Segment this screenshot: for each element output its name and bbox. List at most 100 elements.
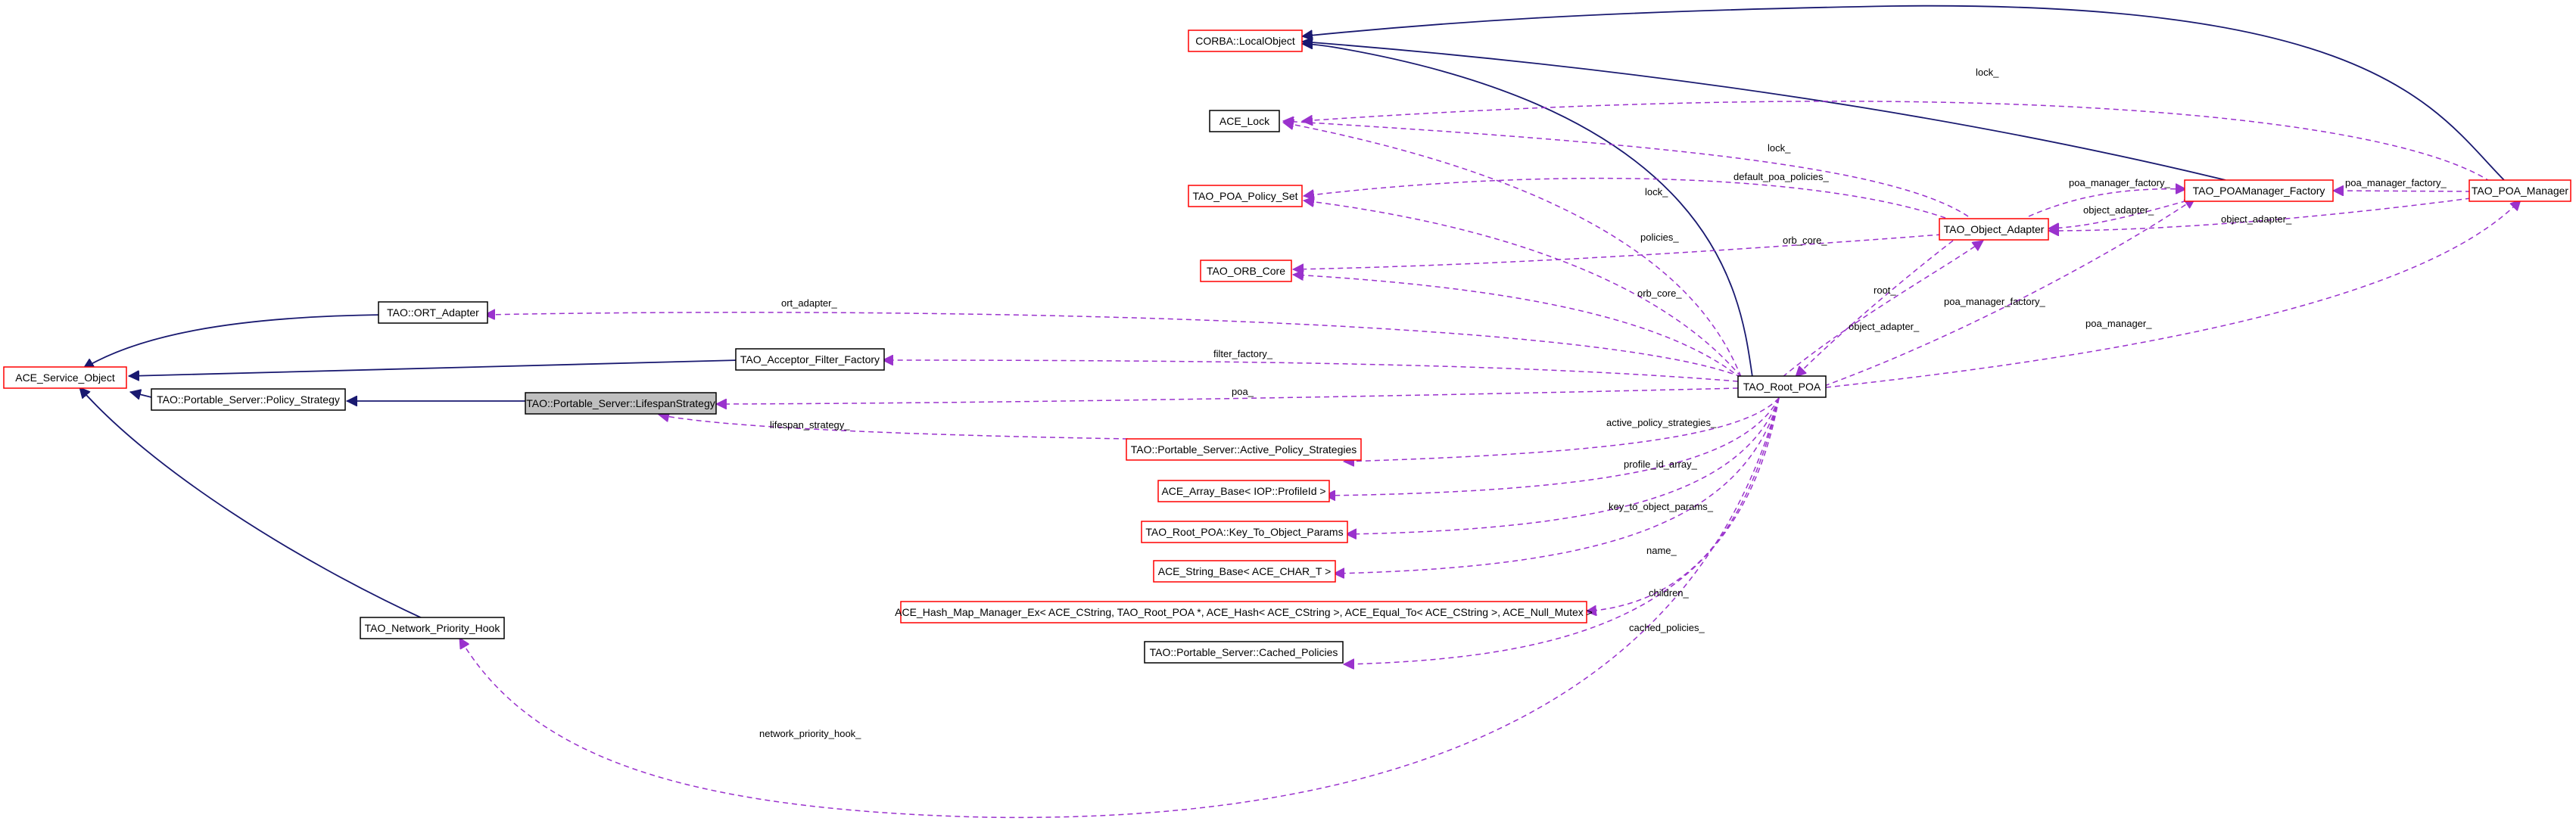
- edge-orb-core-root: [1293, 275, 1742, 379]
- edge-object-adapter-root: [1782, 241, 1983, 378]
- node-tao-object-adapter[interactable]: TAO_Object_Adapter: [1939, 218, 2049, 241]
- label-lock-top: lock_: [1976, 67, 1999, 78]
- node-corba-localobject-label: CORBA::LocalObject: [1195, 35, 1295, 47]
- label-key-to-object-params: key_to_object_params_: [1609, 501, 1714, 512]
- node-ace-lock[interactable]: ACE_Lock: [1209, 110, 1280, 132]
- node-tao-poa-manager[interactable]: TAO_POA_Manager: [2469, 179, 2571, 202]
- edge-poa-manager-factory-root: [1824, 198, 2195, 387]
- label-ort-adapter: ort_adapter_: [781, 297, 837, 309]
- node-corba-localobject[interactable]: CORBA::LocalObject: [1188, 30, 1303, 52]
- edge-object-adapter-factory: [2048, 197, 2196, 229]
- node-ace-service-object-label: ACE_Service_Object: [15, 372, 115, 384]
- edge-root-poa-to-localobject: [1302, 44, 1753, 378]
- node-ace-string-base[interactable]: ACE_String_Base< ACE_CHAR_T >: [1153, 560, 1336, 583]
- node-lifespan-strategy-label: TAO::Portable_Server::LifespanStrategy: [526, 397, 715, 409]
- label-network-priority-hook: network_priority_hook_: [759, 728, 861, 739]
- edge-filter-factory: [883, 360, 1739, 382]
- node-tao-poa-policy-set-label: TAO_POA_Policy_Set: [1192, 190, 1297, 202]
- edge-poamanager-factory-to-localobject: [1302, 42, 2226, 181]
- edge-network-hook-to-service-object: [79, 387, 426, 620]
- edge-policy-strategy-to-service-object: [130, 392, 155, 398]
- label-orb-core-root: orb_core_: [1637, 288, 1682, 299]
- label-lock-root: lock_: [1645, 186, 1668, 197]
- node-tao-ort-adapter-label: TAO::ORT_Adapter: [387, 306, 479, 319]
- node-poamanager-factory-label: TAO_POAManager_Factory: [2193, 185, 2325, 197]
- node-network-priority-hook[interactable]: TAO_Network_Priority_Hook: [360, 617, 505, 639]
- label-filter-factory: filter_factory_: [1213, 348, 1273, 359]
- node-policy-strategy-label: TAO::Portable_Server::Policy_Strategy: [157, 393, 340, 406]
- node-tao-acceptor-filter-factory-label: TAO_Acceptor_Filter_Factory: [740, 353, 880, 365]
- label-default-poa-policies: default_poa_policies_: [1733, 171, 1830, 182]
- edge-network-priority-hook: [459, 397, 1780, 819]
- node-hash-map-manager-label: ACE_Hash_Map_Manager_Ex< ACE_CString, TA…: [895, 606, 1593, 618]
- node-tao-poa-manager-label: TAO_POA_Manager: [2472, 185, 2568, 197]
- edge-poa-manager-to-localobject: [1302, 5, 2506, 182]
- node-tao-poa-policy-set[interactable]: TAO_POA_Policy_Set: [1188, 185, 1303, 207]
- node-active-policy-strategies[interactable]: TAO::Portable_Server::Active_Policy_Stra…: [1126, 438, 1362, 461]
- label-cached-policies: cached_policies_: [1629, 622, 1705, 633]
- label-poa-manager-factory-root: poa_manager_factory_: [1944, 296, 2045, 307]
- label-object-adapter-root: object_adapter_: [1849, 321, 1920, 332]
- edge-ort-adapter: [484, 312, 1742, 378]
- label-poa: poa_: [1232, 386, 1254, 397]
- edge-poa-manager: [1825, 200, 2521, 388]
- node-ace-array-base-label: ACE_Array_Base< IOP::ProfileId >: [1161, 485, 1325, 497]
- edge-ort-adapter-to-service-object: [83, 314, 388, 369]
- edge-filter-factory-to-service-object: [129, 359, 740, 376]
- node-ace-string-base-label: ACE_String_Base< ACE_CHAR_T >: [1158, 565, 1332, 577]
- edge-default-poa-policies: [1304, 177, 1946, 219]
- node-network-priority-hook-label: TAO_Network_Priority_Hook: [365, 622, 501, 634]
- node-key-to-object-params[interactable]: TAO_Root_POA::Key_To_Object_Params: [1141, 521, 1348, 543]
- label-poa-manager-factory-mgr: poa_manager_factory_: [2345, 177, 2447, 188]
- label-profile-id-array: profile_id_array_: [1624, 459, 1698, 470]
- label-object-adapter-mgr: object_adapter_: [2221, 213, 2292, 225]
- label-object-adapter-factory: object_adapter_: [2083, 204, 2154, 216]
- node-cached-policies-label: TAO::Portable_Server::Cached_Policies: [1150, 646, 1338, 658]
- node-tao-root-poa[interactable]: TAO_Root_POA: [1737, 375, 1827, 398]
- node-tao-orb-core[interactable]: TAO_ORB_Core: [1200, 260, 1292, 282]
- edge-object-adapter-mgr: [2048, 197, 2472, 231]
- node-hash-map-manager[interactable]: ACE_Hash_Map_Manager_Ex< ACE_CString, TA…: [895, 601, 1593, 623]
- label-active-policy-strategies: active_policy_strategies_: [1606, 417, 1717, 428]
- label-lock-adapter: lock_: [1768, 142, 1791, 154]
- edge-orb-core-adapter: [1293, 234, 1942, 269]
- label-policies: policies_: [1640, 232, 1679, 243]
- node-tao-acceptor-filter-factory[interactable]: TAO_Acceptor_Filter_Factory: [735, 348, 885, 371]
- label-children: children_: [1649, 587, 1690, 599]
- node-ace-service-object[interactable]: ACE_Service_Object: [3, 366, 127, 389]
- edge-active-policy-strategies: [1344, 397, 1780, 462]
- edge-children: [1586, 397, 1780, 611]
- edge-cached-policies: [1344, 397, 1780, 664]
- edge-poa-manager-factory-adapter: [2028, 189, 2186, 217]
- node-policy-strategy[interactable]: TAO::Portable_Server::Policy_Strategy: [151, 388, 346, 411]
- usage-edges: [459, 101, 2521, 819]
- label-name: name_: [1646, 545, 1677, 556]
- node-tao-root-poa-label: TAO_Root_POA: [1743, 381, 1821, 393]
- node-tao-object-adapter-label: TAO_Object_Adapter: [1944, 223, 2045, 235]
- label-orb-core-adapter: orb_core_: [1783, 235, 1827, 246]
- edge-root: [1796, 240, 1954, 377]
- edge-name: [1334, 397, 1780, 574]
- node-cached-policies[interactable]: TAO::Portable_Server::Cached_Policies: [1144, 641, 1344, 664]
- label-lifespan-strategy: lifespan_strategy_: [770, 419, 850, 431]
- node-key-to-object-params-label: TAO_Root_POA::Key_To_Object_Params: [1145, 526, 1343, 538]
- node-ace-lock-label: ACE_Lock: [1219, 115, 1270, 127]
- node-ace-array-base[interactable]: ACE_Array_Base< IOP::ProfileId >: [1157, 480, 1330, 502]
- node-poamanager-factory[interactable]: TAO_POAManager_Factory: [2184, 179, 2334, 202]
- label-poa-manager: poa_manager_: [2085, 318, 2152, 329]
- edge-poa: [716, 387, 1739, 404]
- node-active-policy-strategies-label: TAO::Portable_Server::Active_Policy_Stra…: [1131, 443, 1357, 456]
- edge-lock-adapter: [1283, 121, 1969, 217]
- node-tao-orb-core-label: TAO_ORB_Core: [1207, 265, 1285, 277]
- edge-lifespan-strategy: [659, 415, 1129, 440]
- edge-lock-top: [1302, 101, 2491, 182]
- edge-profile-id-array: [1325, 397, 1780, 496]
- edge-policies: [1304, 201, 1742, 378]
- inheritance-edges: [79, 5, 2506, 620]
- edge-lock-root: [1283, 123, 1742, 378]
- label-root: root_: [1874, 285, 1896, 296]
- node-lifespan-strategy[interactable]: TAO::Portable_Server::LifespanStrategy: [525, 392, 717, 415]
- label-poa-manager-factory-adapter: poa_manager_factory_: [2069, 177, 2170, 188]
- node-tao-ort-adapter[interactable]: TAO::ORT_Adapter: [378, 301, 488, 324]
